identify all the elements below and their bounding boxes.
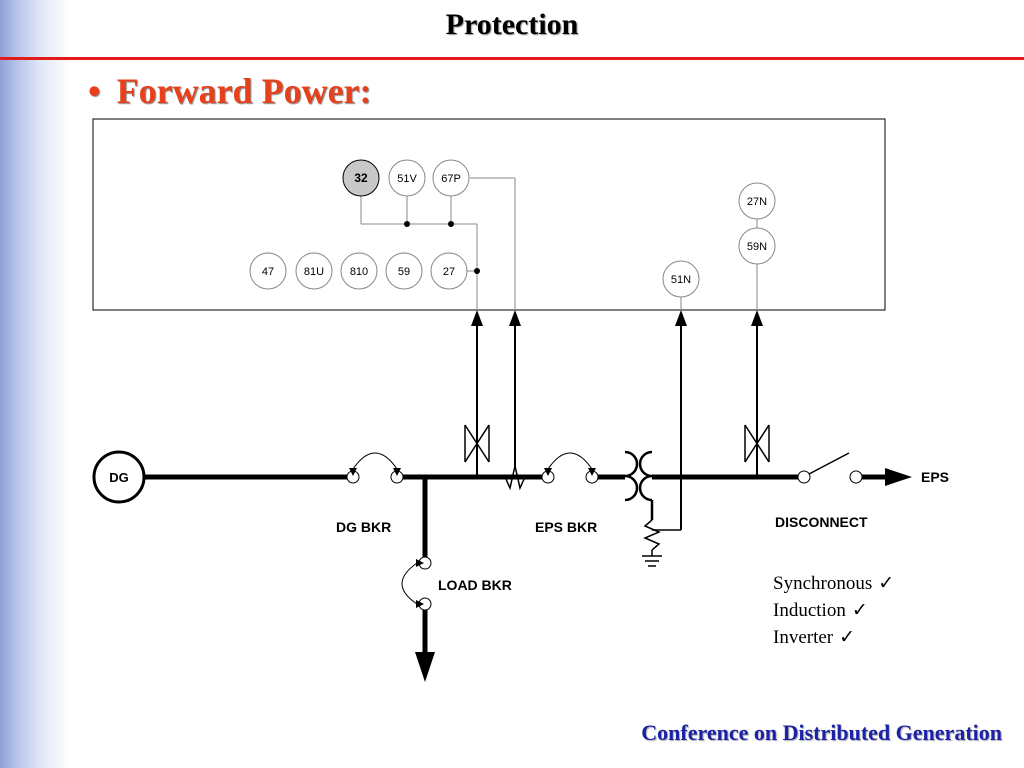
bullet-item: • Forward Power: [88,70,372,112]
eps-bkr-label: EPS BKR [535,519,597,535]
relay-47-label: 47 [262,266,274,278]
slide-sidebar-gradient [0,0,70,768]
main-bus [144,474,885,655]
slide-title: Protection [445,8,579,41]
relay-59-label: 59 [398,266,410,278]
list-item: Synchronous✓ [773,573,895,594]
relay-51v: 51V [388,159,426,197]
eps-label: EPS [921,469,949,485]
check-icon: ✓ [878,573,895,594]
relay-47: 47 [249,252,287,290]
eps-breaker [541,452,599,484]
dg-label: DG [109,470,129,485]
relay-67p-label: 67P [441,173,461,185]
dg-bkr-label: DG BKR [336,519,391,535]
relay-810-label: 810 [350,266,368,278]
relay-27: 27 [430,252,468,290]
load-arrow [415,652,435,682]
relay-32-label: 32 [354,171,368,185]
relay-51n-label: 51N [671,274,691,286]
relay-59n: 59N [738,227,776,265]
check-icon: ✓ [839,627,856,648]
relay-59: 59 [385,252,423,290]
load-breaker [401,556,432,611]
check-icon: ✓ [851,600,868,621]
bullet-marker: • [88,71,101,111]
list-item: Induction✓ [773,600,868,621]
bullet-text: Forward Power: [116,71,372,111]
disconnect-switch [797,452,863,484]
dg-generator: DG [92,450,146,504]
relay-810: 810 [340,252,378,290]
relay-32: 32 [342,159,380,197]
signal-arrowheads [471,310,763,326]
relay-27-label: 27 [443,266,455,278]
relay-81u: 81U [295,252,333,290]
relay-51n: 51N [662,260,700,298]
pt-symbol-eps [744,424,770,463]
relay-59n-label: 59N [747,241,767,253]
transformer [624,450,654,520]
load-bkr-label: LOAD BKR [438,577,512,593]
junction-dots [404,221,480,274]
pt-symbol-bus [464,424,490,463]
eps-arrow [885,468,912,486]
relay-81u-label: 81U [304,266,324,278]
relay-67p: 67P [432,159,470,197]
disconnect-label: DISCONNECT [775,514,868,530]
generation-type-list: Synchronous✓ Induction✓ Inverter✓ [773,570,894,651]
relay-27n-label: 27N [747,196,767,208]
dg-breaker [346,452,404,484]
relay-27n: 27N [738,182,776,220]
slide-footer: Conference on Distributed Generation [641,720,1002,745]
ct-symbol [504,465,526,491]
list-item: Inverter✓ [773,627,856,648]
neutral-ground [642,519,681,567]
title-rule [0,57,1024,60]
relay-51v-label: 51V [397,173,417,185]
signal-lines [476,325,758,530]
